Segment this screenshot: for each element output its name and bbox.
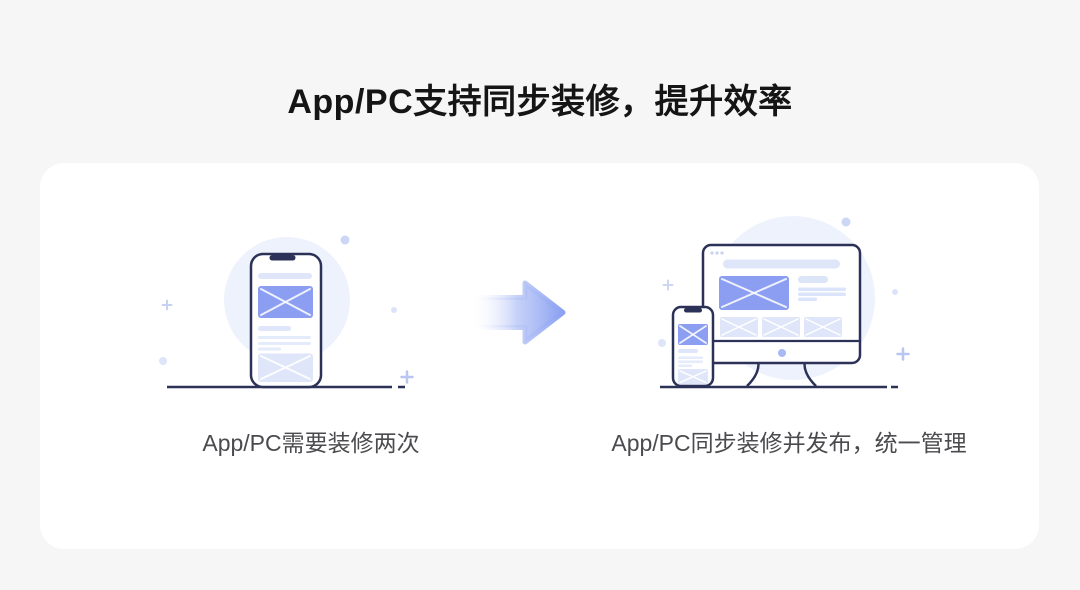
image-placeholder [258, 353, 313, 382]
plus-icon [896, 347, 910, 361]
monitor-logo-dot [778, 349, 786, 357]
monitor-stand [746, 363, 817, 387]
dot-decoration [892, 289, 898, 295]
image-placeholder [720, 317, 758, 337]
image-placeholder [804, 317, 842, 337]
caption-after: App/PC同步装修并发布，统一管理 [611, 430, 967, 456]
hero-image-placeholder [258, 286, 313, 318]
text-line-placeholder [798, 297, 817, 301]
search-bar-placeholder [723, 259, 840, 269]
image-placeholder-row [720, 317, 842, 337]
arrow-right-icon [468, 280, 566, 345]
plus-icon [400, 370, 414, 384]
illustration-after-phone-and-desktop [658, 216, 910, 389]
dot-decoration [658, 339, 666, 347]
text-line-placeholder [258, 347, 281, 351]
text-line-placeholder [258, 342, 311, 345]
header-bar-placeholder [258, 273, 312, 279]
hero-image-placeholder [678, 324, 708, 345]
text-line-placeholder [258, 336, 311, 339]
phone-notch [269, 255, 296, 261]
dot-decoration [159, 357, 167, 365]
desktop-monitor-wireframe [701, 243, 862, 387]
text-line-placeholder [798, 292, 846, 296]
dot-decoration [340, 235, 350, 245]
page-title: App/PC支持同步装修，提升效率 [287, 83, 793, 121]
phone-notch [684, 308, 702, 313]
phone-wireframe [249, 252, 323, 389]
image-placeholder [762, 317, 800, 337]
plus-icon [662, 279, 674, 291]
subtitle-placeholder [258, 326, 291, 331]
text-line-placeholder [678, 360, 703, 363]
hero-image-placeholder [719, 276, 789, 310]
text-line-placeholder [678, 364, 692, 367]
browser-dots-icon [710, 251, 724, 255]
dot-decoration [391, 307, 397, 313]
caption-before: App/PC需要装修两次 [202, 430, 420, 456]
text-line-placeholder [798, 287, 846, 291]
illustration-before-single-phone [159, 235, 414, 389]
dot-decoration [841, 217, 851, 227]
phone-wireframe [671, 305, 715, 388]
image-placeholder [678, 369, 708, 385]
text-line-placeholder [678, 356, 703, 359]
plus-icon [161, 299, 173, 311]
heading-placeholder [798, 276, 828, 283]
content-card: App/PC需要装修两次 App/PC同步装修并发布，统一管理 [40, 163, 1039, 549]
subtitle-placeholder [678, 349, 698, 353]
